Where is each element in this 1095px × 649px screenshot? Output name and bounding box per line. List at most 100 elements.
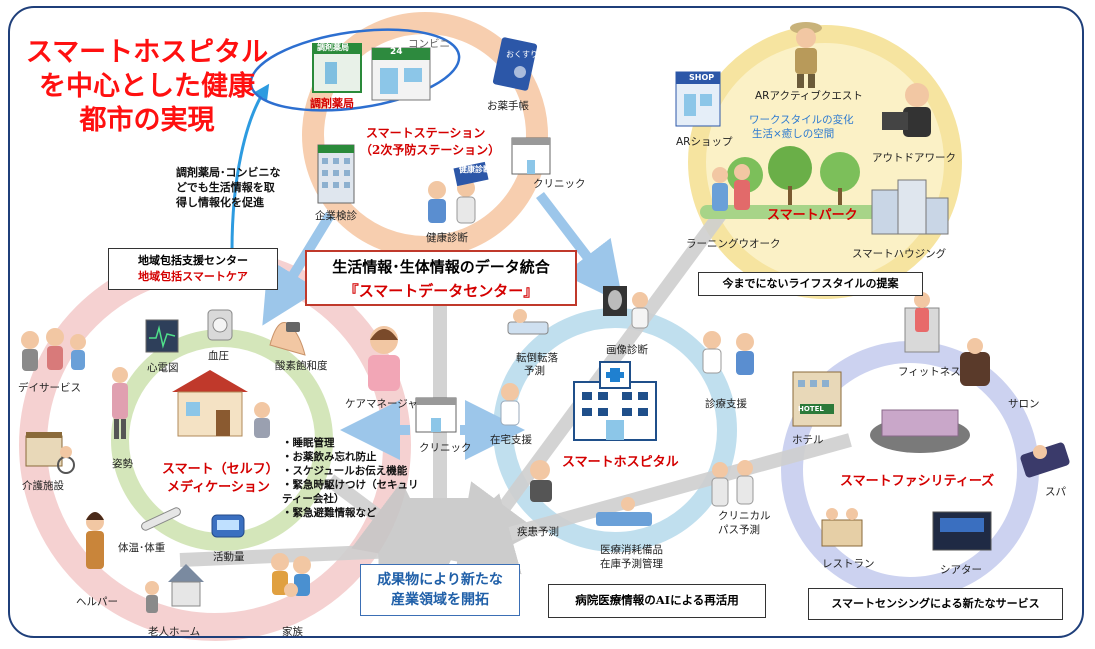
clinical-path-line-2: パス予測 [718, 524, 760, 536]
smart-housing-label: スマートハウジング [852, 248, 947, 260]
result-box: 成果物により新たな 産業領域を開拓 [360, 564, 520, 616]
supplies-line-1: 医療消耗備品 [600, 544, 663, 556]
activity-tracker-icon [211, 514, 245, 538]
outer-frame [8, 6, 1084, 638]
care-feature-list: ・睡眠管理 ・お薬飲み忘れ防止 ・スケジュールお伝え機能 ・緊急時駆けつけ（セキ… [282, 436, 419, 520]
hotel-label: ホテル [792, 434, 824, 446]
doctor-consult-icon [702, 331, 754, 375]
standing-woman-icon [112, 367, 128, 439]
helper-label: ヘルパー [76, 596, 118, 608]
data-center-line-1: 生活情報･生体情報のデータ統合 [332, 258, 550, 276]
diagnosis-support-label: 診療支援 [705, 398, 747, 410]
ecg-label: 心電図 [147, 362, 179, 374]
restaurant-label: レストラン [822, 558, 875, 570]
result-line-1: 成果物により新たな [377, 572, 503, 588]
fall-pred-line-2: 予測 [524, 365, 545, 377]
hotel-building-icon [792, 371, 842, 427]
outdoor-work-label: アウトドアワーク [872, 152, 956, 164]
fall-pred-line-1: 転倒転落 [516, 352, 558, 364]
massage-chair-icon [960, 338, 990, 386]
page-title: スマートホスピタル を中心とした健康 都市の実現 [22, 36, 272, 138]
hospital-clinic-label: クリニック [419, 442, 472, 454]
elderly-home-icon [145, 564, 204, 613]
title-line-1: スマートホスピタル [25, 37, 269, 68]
hotel-sign: HOTEL [798, 405, 824, 413]
temp-weight-label: 体温･体重 [118, 542, 166, 554]
gray-arrow-3 [429, 433, 852, 575]
family-people-icon [271, 553, 311, 597]
oximeter-hand-icon [269, 322, 306, 356]
blood-pressure-icon [207, 309, 233, 341]
clinical-path-line-1: クリニカル [718, 510, 771, 522]
nursing-facility-icon [25, 432, 75, 474]
park-name: スマートパーク [767, 208, 858, 223]
clinic-small-icon [415, 397, 457, 433]
pharmacy-label: 調剤薬局 [310, 97, 354, 110]
mall-building-icon [870, 409, 970, 453]
fitness-icon [904, 292, 940, 353]
posture-label: 姿勢 [112, 458, 133, 470]
convenience-label: コンビニ [408, 38, 450, 50]
gray-arrow-5 [325, 474, 444, 566]
loop-ellipse [249, 28, 461, 112]
thermometer-icon [141, 507, 181, 531]
spa-icon [1020, 442, 1070, 478]
station-subname: （2次予防ステーション） [360, 143, 501, 157]
walking-people-icon [712, 164, 750, 211]
laptop-worker-icon [882, 83, 931, 137]
health-checkup-label: 健康診断 [426, 232, 468, 244]
company-checkup-label: 企業検診 [315, 210, 357, 222]
blue-arrow-station-hospital [536, 191, 624, 304]
ai-reuse-box: 病院医療情報のAIによる再活用 [548, 584, 766, 618]
care-name-line-1: スマート（セルフ） [162, 462, 279, 477]
hospital-building-icon [573, 361, 657, 441]
elderly-home-label: 老人ホーム [148, 626, 201, 638]
care-feature-item: ・睡眠管理 [282, 437, 335, 449]
note-line-1: 調剤薬局･コンビニな [176, 166, 281, 179]
restaurant-icon [821, 508, 863, 547]
nursing-facility-label: 介護施設 [22, 480, 64, 492]
checkup-sign: 健康診断 [459, 165, 491, 174]
regional-support-box: 地域包括支援センター 地域包括スマートケア [108, 248, 278, 290]
housing-buildings-icon [871, 179, 949, 235]
theater-icon [932, 511, 992, 551]
health-checkup-people-icon [428, 161, 489, 224]
care-feature-item: ・緊急時駆けつけ（セキュリ [282, 479, 419, 491]
convenience-store-icon [371, 47, 431, 101]
supplies-line-2: 在庫予測管理 [600, 558, 663, 570]
care-feature-item: ・お薬飲み忘れ防止 [282, 451, 377, 463]
spa-label: スパ [1045, 486, 1066, 498]
surgery-team-icon [711, 460, 754, 507]
hospital-name: スマートホスピタル [562, 455, 679, 470]
medicine-book-label: お薬手帳 [487, 100, 529, 112]
house-with-family-icon [172, 370, 270, 438]
sensing-box: スマートセンシングによる新たなサービス [808, 588, 1063, 620]
company-building-icon [317, 144, 355, 204]
regional-support-line-1: 地域包括支援センター [138, 254, 248, 267]
medicine-book-icon [492, 37, 538, 91]
care-manager-icon [368, 326, 400, 391]
xray-doctor-icon [603, 286, 649, 329]
activity-label: 活動量 [213, 551, 245, 563]
result-line-2: 産業領域を開拓 [391, 592, 489, 608]
shop-sign: SHOP [689, 73, 715, 82]
ar-shop-label: ARショップ [676, 136, 733, 148]
care-manager-label: ケアマネージャ [345, 398, 418, 410]
title-line-3: 都市の実現 [79, 105, 215, 136]
disease-pred-label: 疾患予測 [517, 526, 559, 538]
sick-person-icon [530, 460, 552, 502]
learning-walk-label: ラーニングウオーク [686, 238, 781, 250]
loop-arrow [230, 83, 270, 251]
data-center-line-2: 『スマートデータセンター』 [343, 282, 539, 300]
data-center-box: 生活情報･生体情報のデータ統合 『スマートデータセンター』 [305, 250, 577, 306]
note-line-2: どでも生活情報を取 [176, 181, 275, 194]
nurse-icon [500, 383, 520, 426]
care-feature-item: ティー会社） [282, 493, 345, 505]
ecg-monitor-icon [145, 319, 179, 353]
day-service-people-icon [21, 328, 86, 371]
family-label: 家族 [282, 626, 303, 638]
ar-quest-label: ARアクティブクエスト [755, 90, 863, 102]
pharmacy-note: 調剤薬局･コンビニな どでも生活情報を取 得し情報化を促進 [176, 165, 316, 210]
medical-supplies-icon [596, 497, 652, 526]
